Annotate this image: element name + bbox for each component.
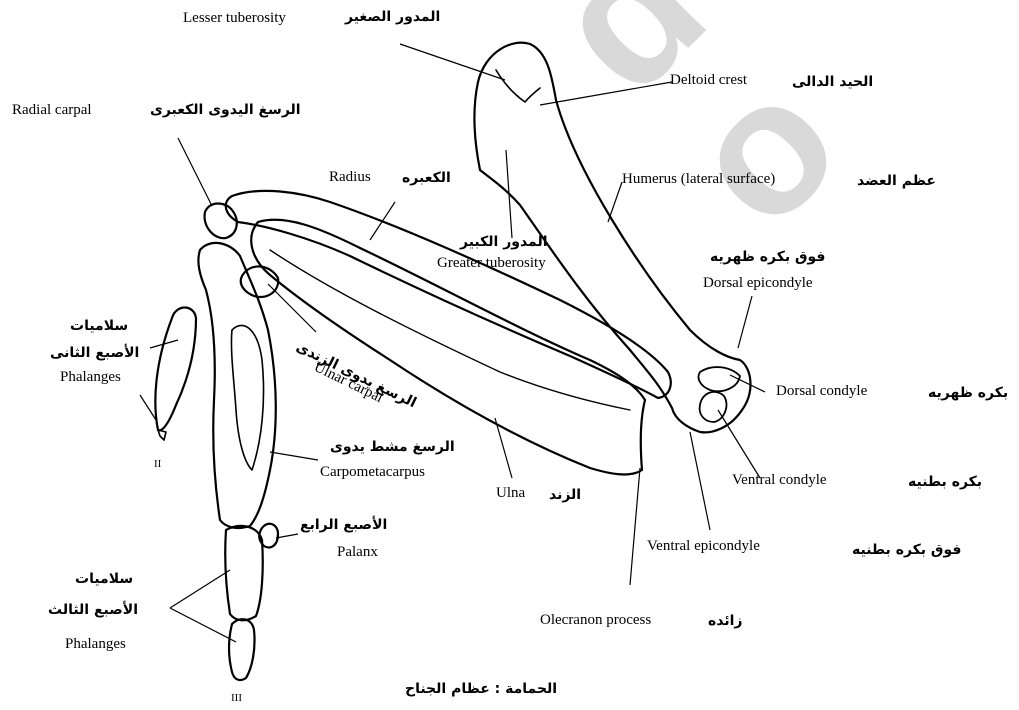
label-radial-carpal-en: Radial carpal bbox=[12, 103, 92, 118]
label-dorsal-condyle-ar: بكره ظهريه bbox=[928, 386, 1008, 400]
carpometacarpus-inner bbox=[231, 325, 263, 470]
label-olecranon-ar: زائده bbox=[708, 614, 742, 628]
label-dorsal-condyle-en: Dorsal condyle bbox=[776, 384, 867, 399]
label-ulna-en: Ulna bbox=[496, 486, 525, 501]
leader-phalanges-d2b bbox=[140, 395, 156, 420]
label-numeral-ii: II bbox=[154, 459, 161, 470]
label-phalanges-d3-ar2: الأصبع الثالث bbox=[48, 603, 138, 617]
label-radial-carpal-ar: الرسغ اليدوى الكعبرى bbox=[150, 103, 301, 117]
label-humerus-en: Humerus (lateral surface) bbox=[622, 172, 775, 187]
label-phalanges-d3-ar1: سلاميات bbox=[75, 572, 133, 586]
digit3-phalanx1 bbox=[225, 526, 263, 620]
digit3-phalanx2 bbox=[229, 619, 255, 680]
leader-deltoid-crest bbox=[540, 82, 672, 105]
label-carpometacarpus-ar: الرسغ مشط يدوى bbox=[330, 440, 455, 454]
figure-caption: الحمامة : عظام الجناح bbox=[405, 682, 557, 696]
label-phalanges-d2-en: Phalanges bbox=[60, 370, 121, 385]
label-humerus-ar: عظم العضد bbox=[857, 174, 936, 188]
leader-phalanges-d3a bbox=[170, 570, 230, 608]
label-radius-en: Radius bbox=[329, 170, 371, 185]
label-ulna-ar: الزند bbox=[549, 488, 581, 502]
label-greater-tuberosity-en: Greater tuberosity bbox=[437, 256, 546, 271]
leader-phalanges-d3b bbox=[170, 608, 236, 642]
label-phalanges-d3-en: Phalanges bbox=[65, 637, 126, 652]
label-greater-tuberosity-ar: المدور الكبير bbox=[460, 235, 548, 249]
label-dorsal-epicondyle-en: Dorsal epicondyle bbox=[703, 276, 813, 291]
label-numeral-iii: III bbox=[231, 693, 242, 704]
leader-lesser-tuberosity bbox=[400, 44, 505, 80]
leader-carpometacarpus bbox=[270, 452, 318, 460]
leader-digit4 bbox=[276, 534, 298, 538]
label-deltoid-crest-en: Deltoid crest bbox=[670, 73, 747, 88]
label-digit4-en: Palanx bbox=[337, 545, 378, 560]
label-olecranon-en: Olecranon process bbox=[540, 613, 651, 628]
leader-greater-tuberosity bbox=[506, 150, 512, 238]
label-lesser-tuberosity-en: Lesser tuberosity bbox=[183, 11, 286, 26]
leader-ventral-condyle bbox=[718, 410, 760, 478]
label-ventral-epicondyle-en: Ventral epicondyle bbox=[647, 539, 760, 554]
digit2-phalanx bbox=[155, 308, 196, 431]
humerus-head-detail bbox=[496, 70, 540, 102]
label-digit4-ar: الأصبع الرابع bbox=[300, 518, 387, 532]
ulna-inner-line bbox=[270, 250, 630, 410]
label-lesser-tuberosity-ar: المدور الصغير bbox=[345, 10, 440, 24]
label-phalanges-d2-ar2: الأصبع الثانى bbox=[50, 346, 139, 360]
leader-olecranon bbox=[630, 468, 640, 585]
digit2-tip bbox=[158, 430, 166, 440]
leader-dorsal-epicondyle bbox=[738, 296, 752, 348]
leader-radial-carpal bbox=[178, 138, 212, 206]
leader-ventral-epicondyle bbox=[690, 432, 710, 530]
label-ventral-epicondyle-ar: فوق بكره بطنيه bbox=[852, 543, 961, 557]
label-dorsal-epicondyle-ar: فوق بكره ظهريه bbox=[710, 250, 825, 264]
leader-dorsal-condyle bbox=[730, 375, 765, 392]
label-phalanges-d2-ar1: سلاميات bbox=[70, 319, 128, 333]
label-ventral-condyle-ar: بكره بطنيه bbox=[908, 475, 982, 489]
label-deltoid-crest-ar: الحيد الدالى bbox=[792, 75, 873, 89]
label-carpometacarpus-en: Carpometacarpus bbox=[320, 465, 425, 480]
radial-carpal-bone bbox=[205, 204, 237, 239]
leader-humerus bbox=[608, 182, 622, 222]
condyle-dorsal bbox=[698, 367, 740, 391]
label-radius-ar: الكعبره bbox=[402, 171, 451, 185]
leader-radius bbox=[370, 202, 395, 240]
label-ventral-condyle-en: Ventral condyle bbox=[732, 473, 827, 488]
